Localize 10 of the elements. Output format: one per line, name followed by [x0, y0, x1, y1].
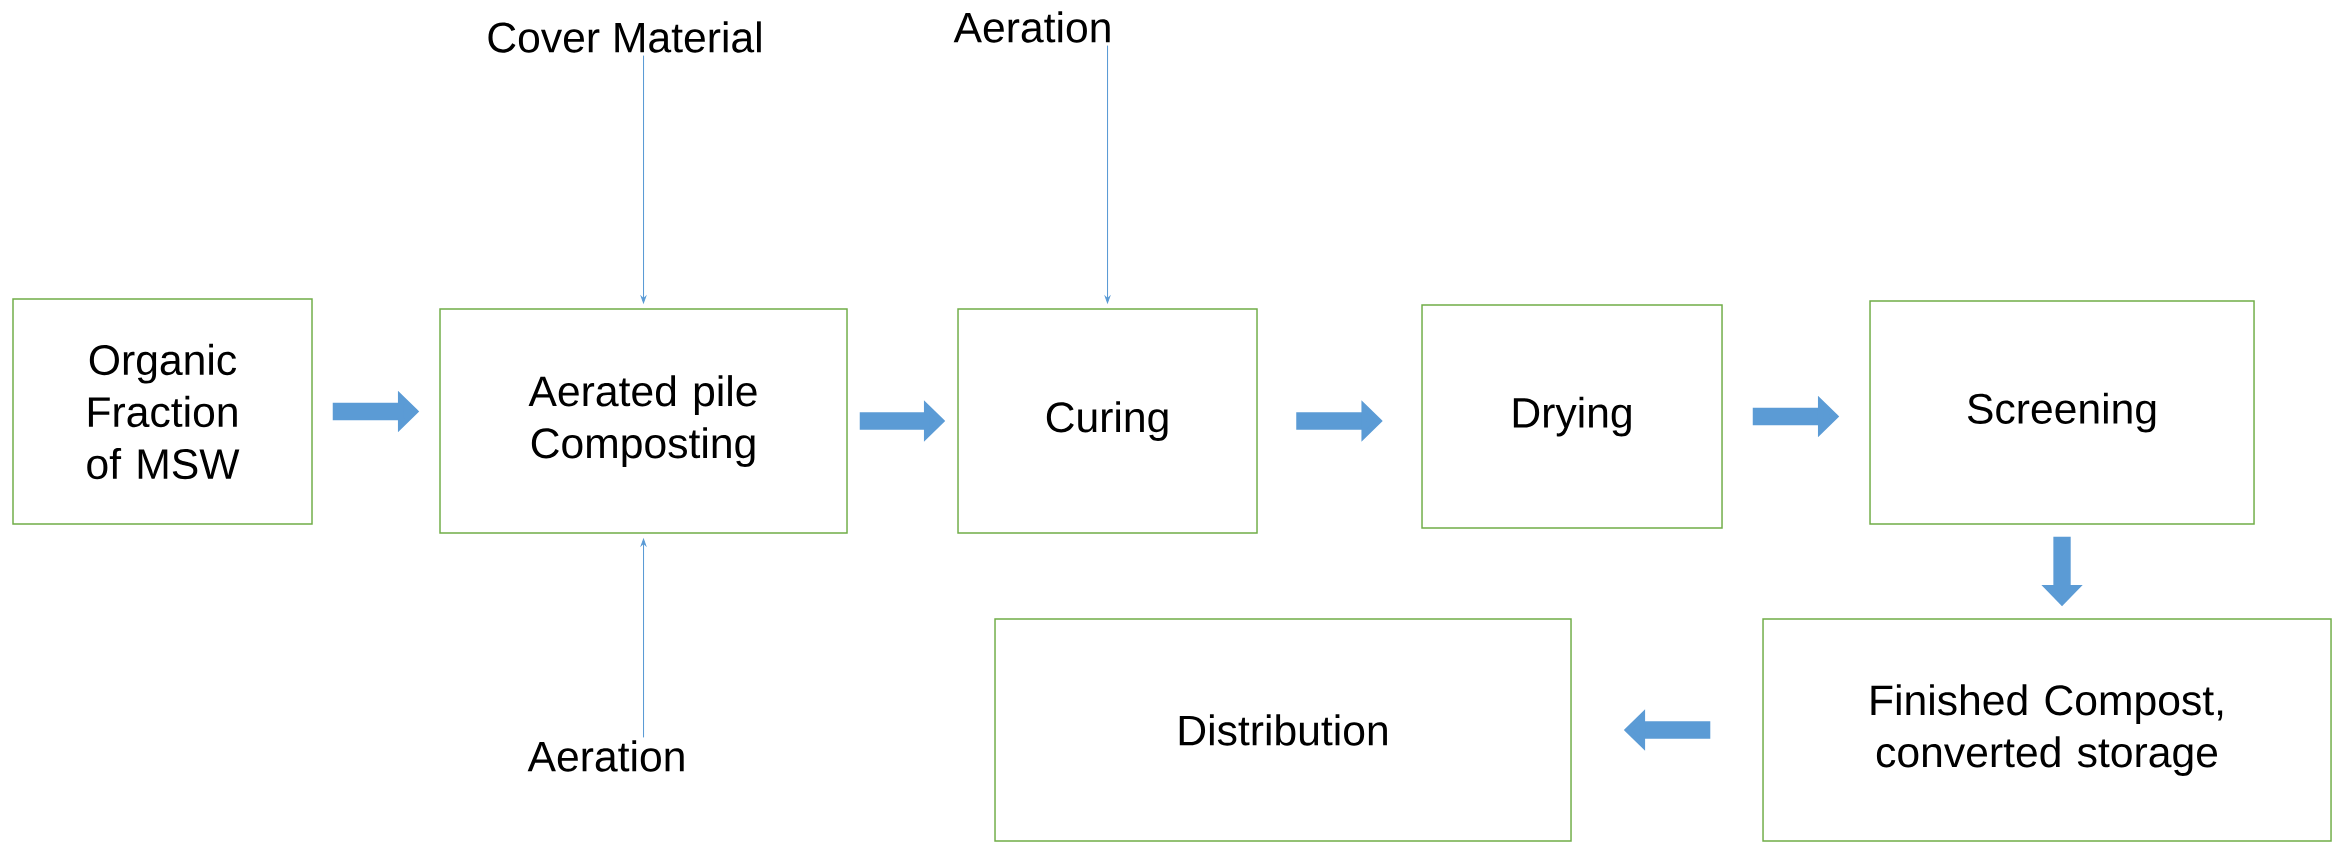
- input-label: Aeration: [527, 740, 684, 772]
- input-label: Aeration: [953, 11, 1110, 43]
- process-box: Screening: [1869, 300, 2255, 525]
- process-box: Aerated pile Composting: [439, 308, 848, 534]
- process-box: Drying: [1421, 304, 1723, 529]
- process-box: Curing: [957, 308, 1258, 534]
- process-box: Finished Compost, converted storage: [1762, 618, 2332, 842]
- process-box: Distribution: [994, 618, 1572, 842]
- input-label: Cover Material: [488, 21, 761, 53]
- process-box: Organic Fraction of MSW: [12, 298, 313, 525]
